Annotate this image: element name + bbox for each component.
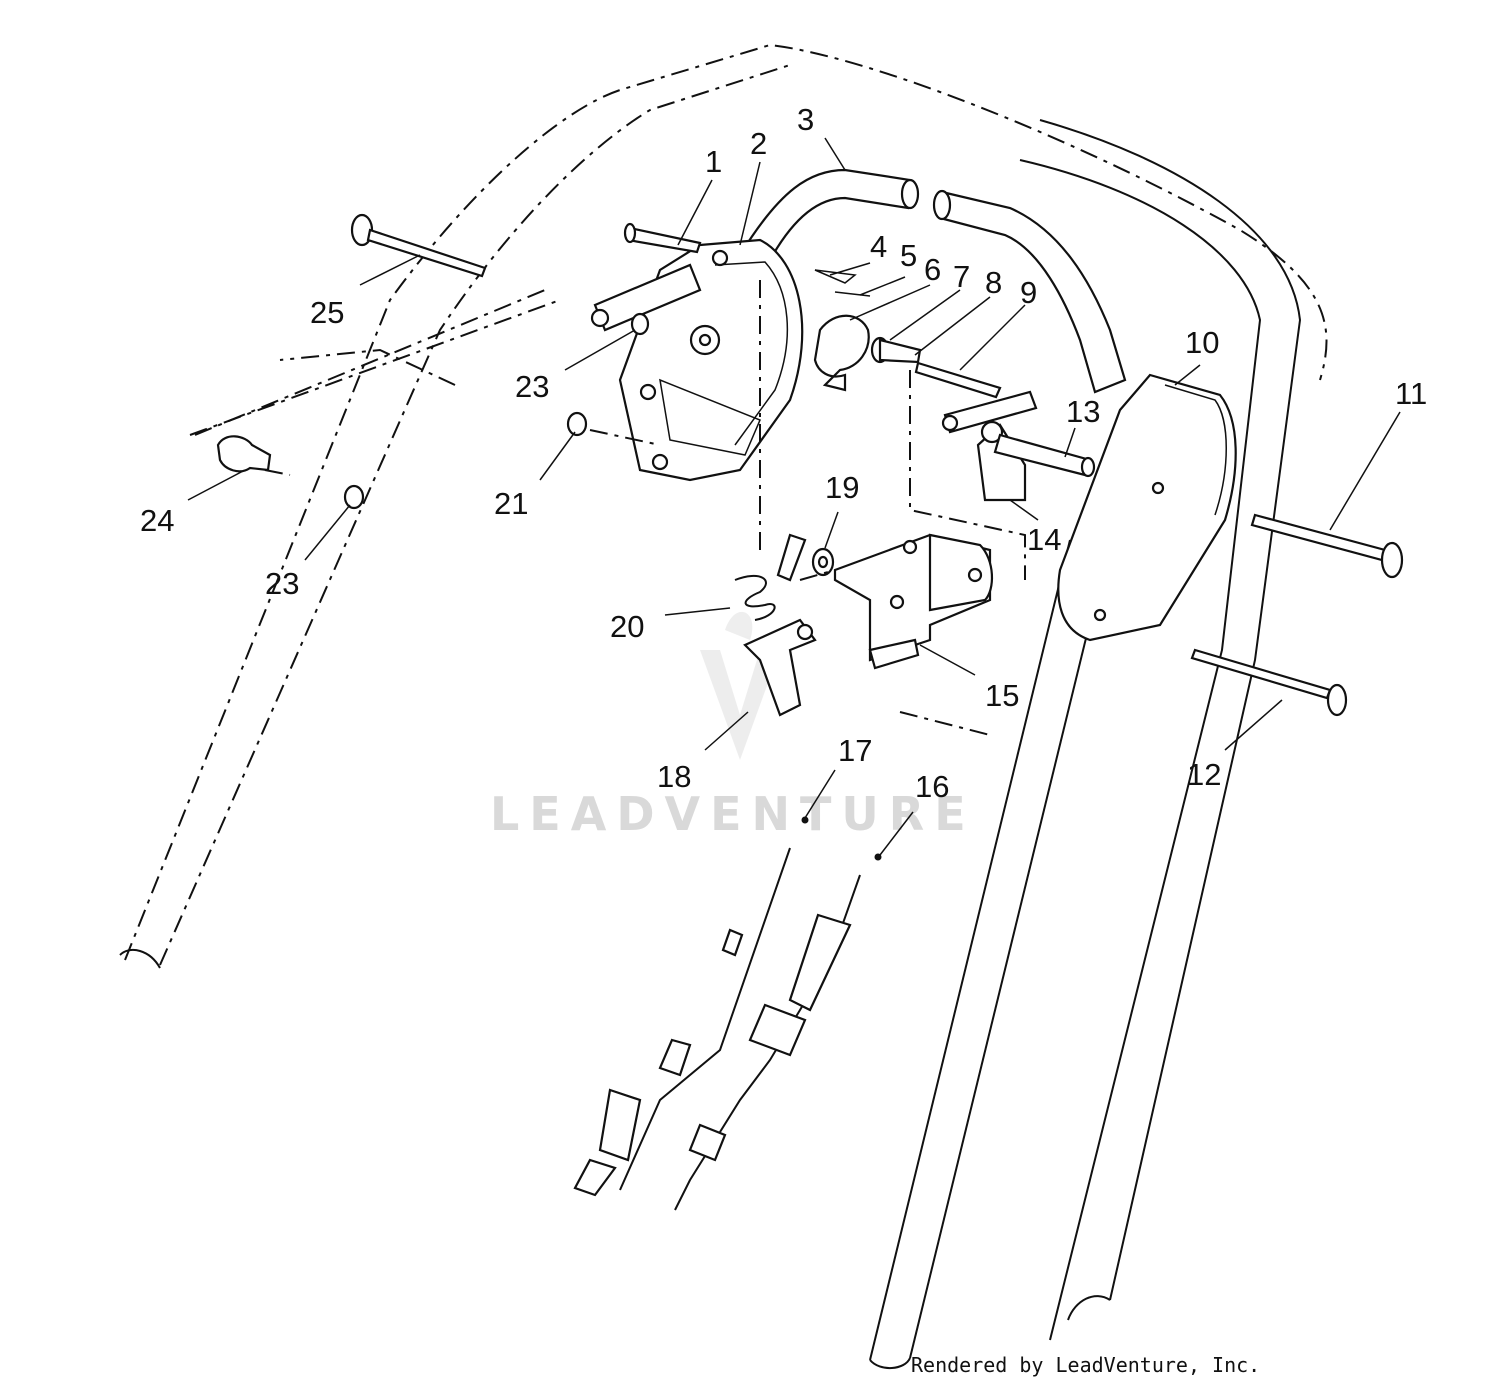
callout-labels: 1 2 3 4 5 6 7 8 9 10 11 12 13 14 15 16 1… <box>140 102 1427 804</box>
bolt-1 <box>623 222 702 254</box>
callout-2: 2 <box>750 126 767 161</box>
washer-19 <box>811 547 835 577</box>
callout-4: 4 <box>870 229 887 264</box>
lever-arm-left <box>590 263 702 332</box>
cam-assembly <box>813 269 1002 399</box>
footer-credit: Rendered by LeadVenture, Inc. <box>911 1353 1261 1377</box>
callout-5: 5 <box>900 238 917 273</box>
callout-18: 18 <box>657 759 691 794</box>
bracket-15 <box>833 533 994 670</box>
lever-18 <box>743 618 817 717</box>
bolt-25 <box>350 213 487 278</box>
callout-17: 17 <box>838 733 872 768</box>
assembly-lines <box>264 280 1026 736</box>
callout-7: 7 <box>953 259 970 294</box>
callout-10: 10 <box>1185 325 1219 360</box>
bolt-11 <box>1250 513 1404 579</box>
callout-14: 14 <box>1027 522 1061 557</box>
nut-21 <box>566 411 588 437</box>
callout-1: 1 <box>705 144 722 179</box>
callout-24: 24 <box>140 503 174 538</box>
bolt-12 <box>1190 648 1348 717</box>
callout-23-lower: 23 <box>265 566 299 601</box>
handle-tube-right <box>869 119 1302 1369</box>
callout-13: 13 <box>1066 394 1100 429</box>
cable-17 <box>573 816 809 1197</box>
leader-lines <box>187 137 1401 856</box>
callout-25: 25 <box>310 295 344 330</box>
callout-15: 15 <box>985 678 1019 713</box>
lever-arm-right <box>941 390 1038 502</box>
callout-21: 21 <box>494 486 528 521</box>
knob-24 <box>216 435 272 473</box>
bail-bar <box>738 168 1127 394</box>
side-cover <box>1057 373 1237 642</box>
callout-11: 11 <box>1395 376 1427 411</box>
callout-19: 19 <box>825 470 859 505</box>
callout-12: 12 <box>1187 757 1221 792</box>
callout-20: 20 <box>610 609 644 644</box>
callout-8: 8 <box>985 265 1002 300</box>
callout-16: 16 <box>915 769 949 804</box>
callout-6: 6 <box>924 252 941 287</box>
nut-23-upper <box>630 312 650 336</box>
cable-16 <box>674 853 882 1211</box>
nut-23-lower <box>343 484 365 510</box>
watermark-text: LEADVENTURE <box>490 787 976 841</box>
watermark-logo <box>700 611 780 760</box>
spring-20 <box>734 533 807 621</box>
handle-outline <box>119 43 1328 969</box>
pin-13 <box>993 433 1096 478</box>
callout-9: 9 <box>1020 275 1037 310</box>
callout-3: 3 <box>797 102 814 137</box>
control-housing <box>618 238 804 482</box>
callout-23-upper: 23 <box>515 369 549 404</box>
